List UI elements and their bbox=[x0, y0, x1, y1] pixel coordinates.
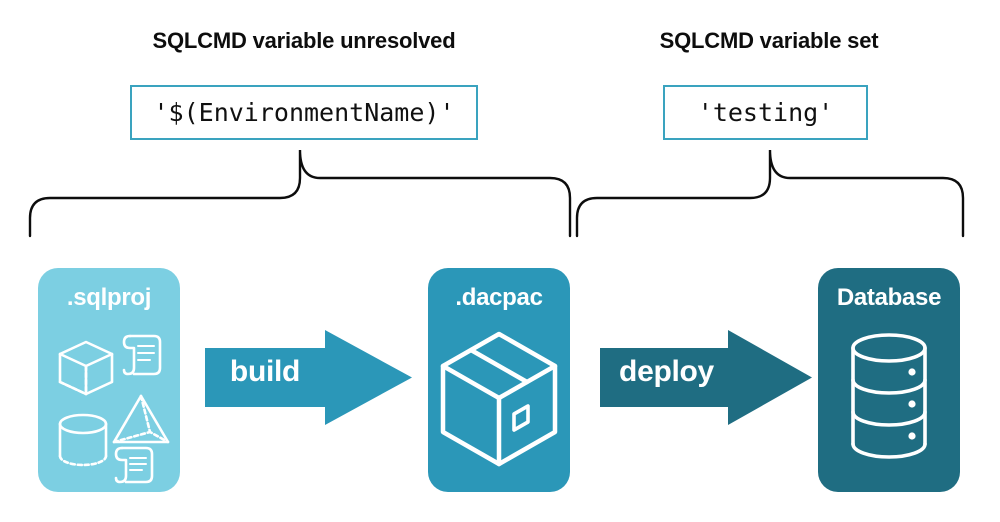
stage-box-sqlproj: .sqlproj bbox=[38, 268, 180, 492]
stage-box-database: Database bbox=[818, 268, 960, 492]
stage-label-sqlproj: .sqlproj bbox=[66, 284, 152, 311]
stage-box-dacpac: .dacpac bbox=[428, 268, 570, 492]
arrow-deploy-label: deploy bbox=[619, 355, 714, 388]
arrow-deploy-icon bbox=[600, 330, 812, 425]
code-box-environment-name: '$(EnvironmentName)' bbox=[130, 85, 478, 140]
package-box-icon bbox=[440, 331, 558, 467]
heading-sqlcmd-variable-unresolved: SQLCMD variable unresolved bbox=[152, 28, 456, 53]
arrow-deploy bbox=[600, 330, 812, 430]
brace-right-icon bbox=[575, 149, 965, 238]
arrow-build-icon bbox=[205, 330, 412, 425]
stage-label-dacpac: .dacpac bbox=[455, 284, 543, 311]
code-box-testing: 'testing' bbox=[663, 85, 868, 140]
database-cylinder-icon bbox=[851, 333, 927, 459]
arrow-build bbox=[205, 330, 412, 430]
project-contents-icon bbox=[58, 334, 170, 484]
stage-label-database: Database bbox=[836, 284, 942, 311]
brace-set-scope bbox=[575, 148, 965, 243]
arrow-build-label: build bbox=[229, 355, 301, 388]
brace-left-icon bbox=[28, 149, 572, 238]
brace-unresolved-scope bbox=[28, 148, 573, 243]
heading-sqlcmd-variable-set: SQLCMD variable set bbox=[659, 28, 879, 53]
